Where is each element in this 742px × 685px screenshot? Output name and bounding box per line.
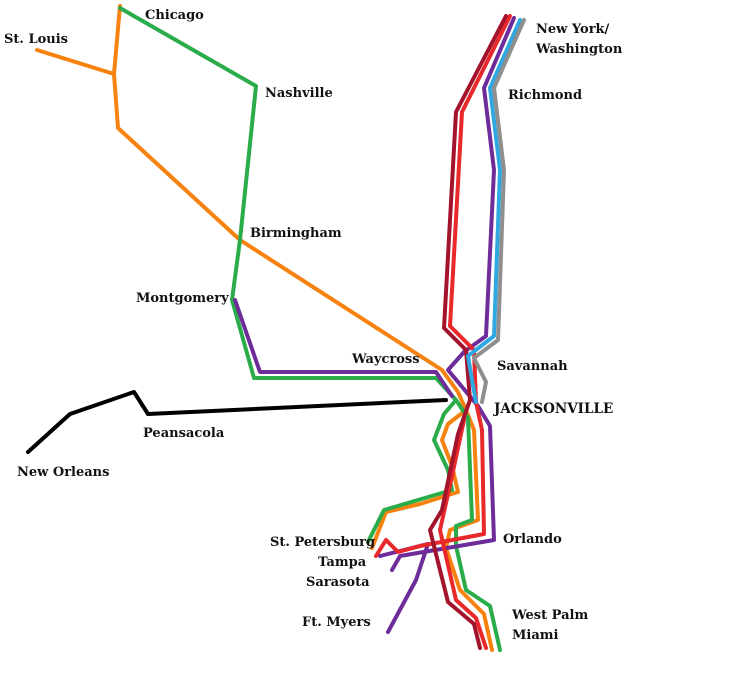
city-label-st-petersburg: St. Petersburg <box>270 535 375 550</box>
city-label-orlando: Orlando <box>503 532 562 547</box>
route-line-blue <box>466 18 522 404</box>
route-line-purple-northeast <box>390 16 516 572</box>
city-label-chicago: Chicago <box>145 8 204 23</box>
city-label-waycross: Waycross <box>351 352 420 367</box>
city-label-savannah: Savannah <box>497 359 568 374</box>
city-label-birmingham: Birmingham <box>250 226 342 241</box>
route-line-black <box>26 390 448 454</box>
city-label-richmond: Richmond <box>508 88 582 103</box>
city-label-sarasota: Sarasota <box>306 575 370 590</box>
city-label-peansacola: Peansacola <box>143 426 225 441</box>
city-label-st-louis: St. Louis <box>4 32 68 47</box>
route-line-darkred <box>428 14 508 650</box>
route-line-red-miami <box>438 418 488 650</box>
city-label-montgomery: Montgomery <box>136 291 229 306</box>
city-label-miami: Miami <box>512 628 559 643</box>
city-label-nashville: Nashville <box>265 86 333 101</box>
city-label-new-york: New York/ <box>536 22 610 37</box>
route-line-green-tampa <box>366 398 458 544</box>
route-line-red <box>374 14 512 558</box>
route-line-orange-tampa <box>370 408 468 550</box>
city-label-tampa: Tampa <box>318 555 367 570</box>
city-label-ft-myers: Ft. Myers <box>302 615 371 630</box>
city-label-new-orleans: New Orleans <box>17 465 109 480</box>
city-label-jacksonville: JACKSONVILLE <box>493 401 613 417</box>
city-label-washington: Washington <box>535 42 623 57</box>
route-line-gray <box>472 18 526 404</box>
route-line-purple-montgomery <box>233 298 454 398</box>
route-line-orange-chicago <box>112 4 468 412</box>
route-line-orange-west <box>35 48 116 76</box>
city-label-west-palm: West Palm <box>511 608 588 623</box>
